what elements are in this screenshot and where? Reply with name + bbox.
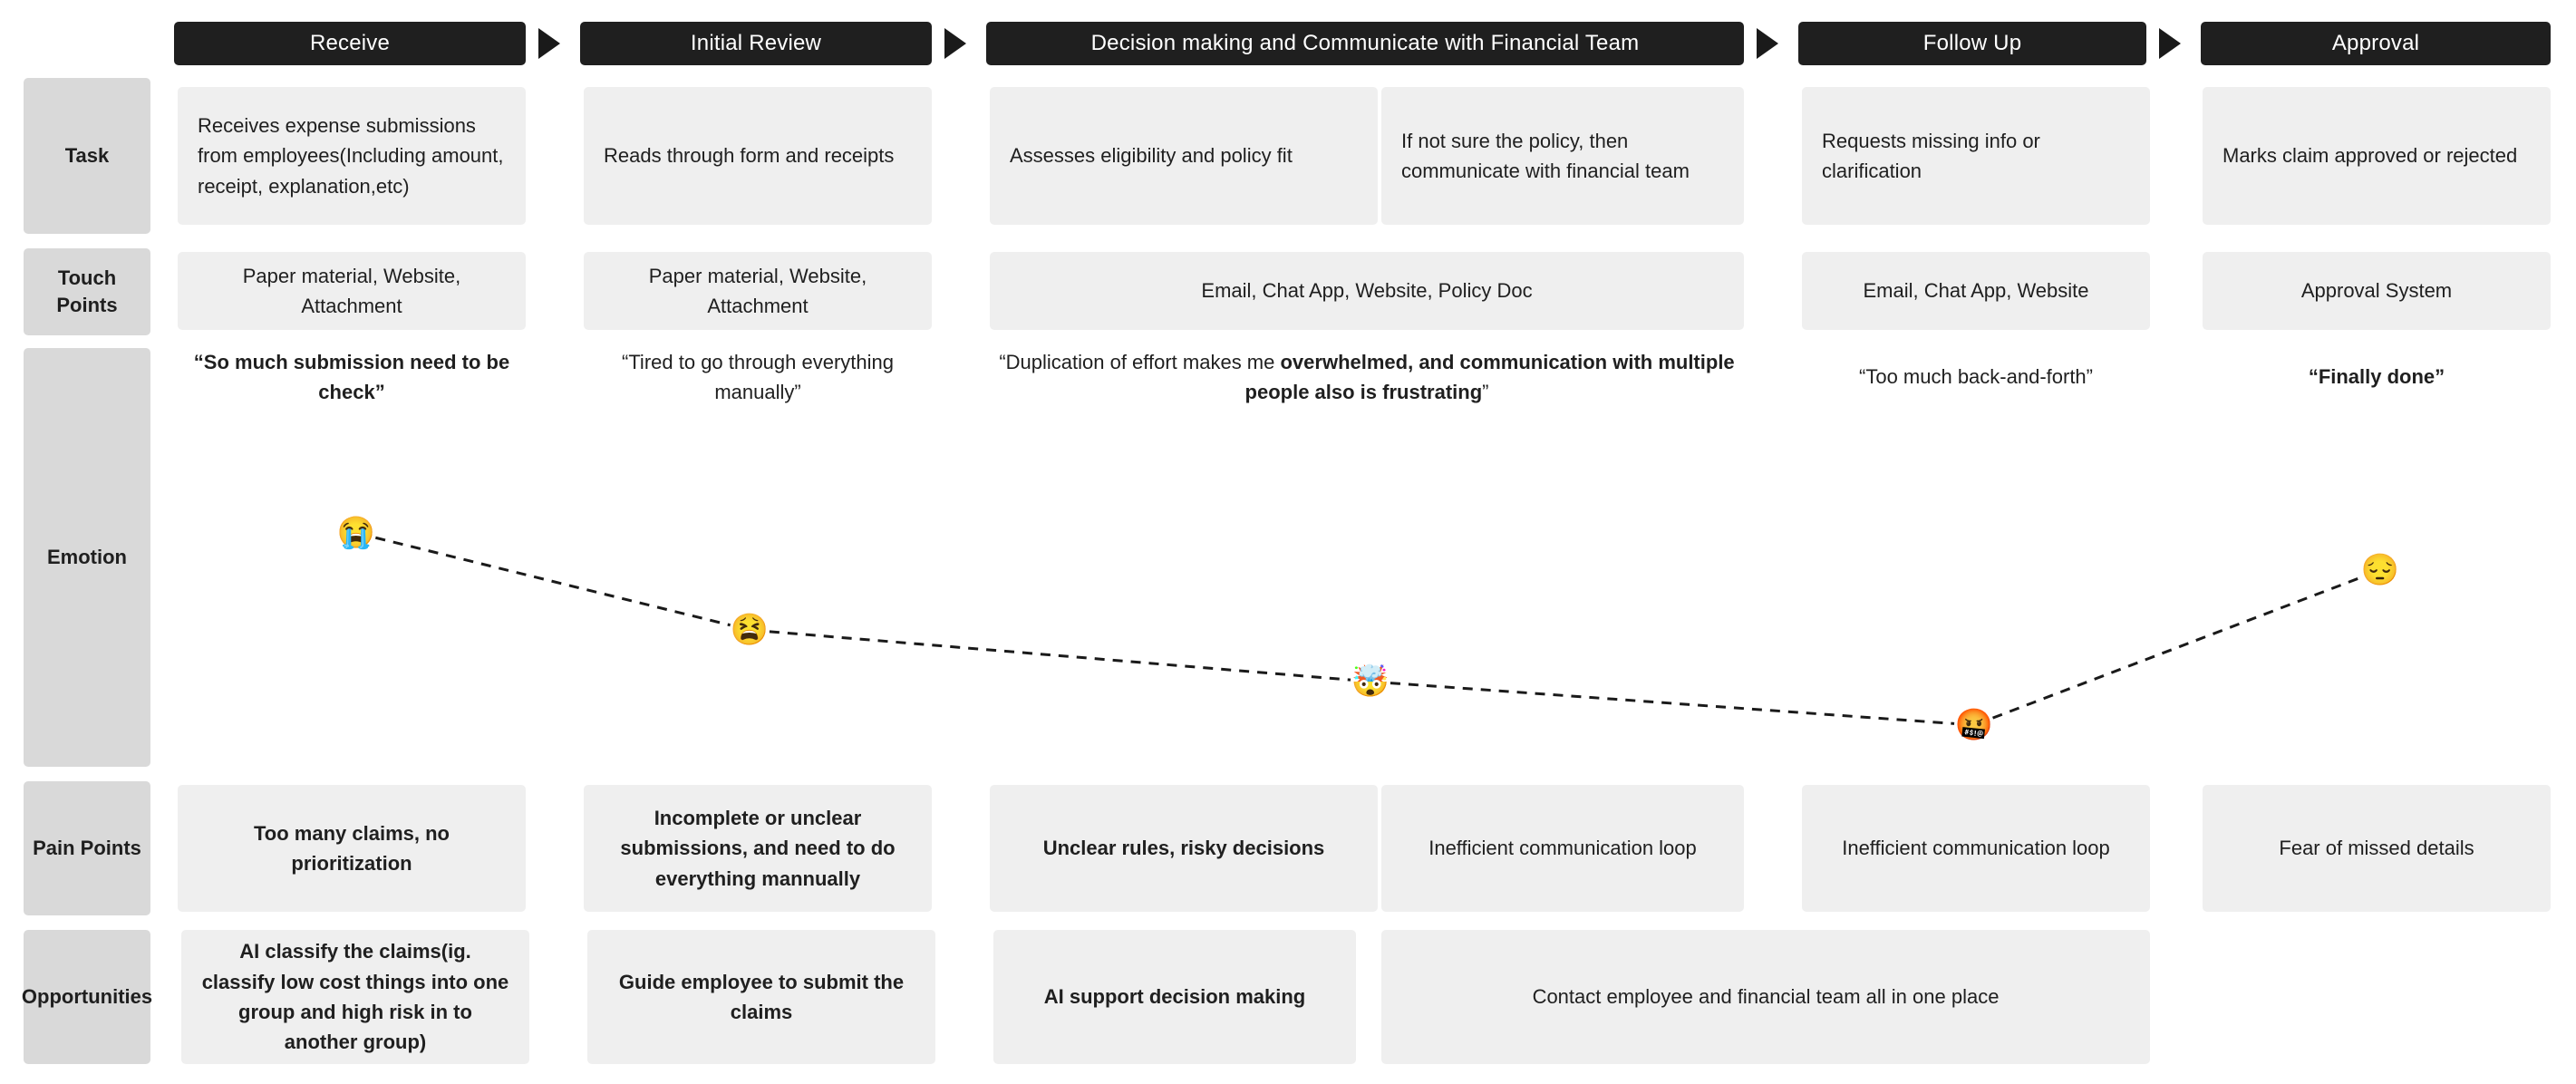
opportunities-cell-initial-review[interactable]: Guide employee to submit the claims [587,930,935,1064]
cell-text: Approval System [2300,279,2453,303]
stage-header-approval[interactable]: Approval [2201,22,2551,65]
painpoints-cell-decision-a[interactable]: Unclear rules, risky decisions [990,785,1378,912]
stage-arrow-1-icon [538,28,560,59]
opportunities-cell-receive[interactable]: AI classify the claims(ig. classify low … [181,930,529,1064]
emotion-point-initial-review-icon: 😫 [730,613,770,647]
cell-text: AI classify the claims(ig. classify low … [201,940,509,1054]
stage-arrow-4-icon [2159,28,2181,59]
cell-text: Inefficient communication loop [1428,837,1697,860]
stage-header-label: Initial Review [690,31,822,55]
emotion-point-decision-icon: 🤯 [1351,664,1390,699]
cell-text: Assesses eligibility and policy fit [1010,144,1293,168]
cell-text: Incomplete or unclear submissions, and n… [620,806,896,890]
emotion-line-segment [769,630,1351,682]
row-label-text: Emotion [47,546,127,569]
quote-text: “So much submission need to be check” [193,350,510,403]
quote-receive: “So much submission need to be check” [178,343,526,411]
quote-text: “Finally done” [2308,365,2445,389]
task-cell-decision-a[interactable]: Assesses eligibility and policy fit [990,87,1378,225]
painpoints-cell-receive[interactable]: Too many claims, no prioritization [178,785,526,912]
task-cell-approval[interactable]: Marks claim approved or rejected [2203,87,2551,225]
quote-text: “Too much back-and-forth” [1859,365,2093,389]
row-label-text: Touch Points [56,266,118,316]
cell-text: Marks claim approved or rejected [2223,144,2518,168]
quote-decision: “Duplication of effort makes me overwhel… [990,343,1744,411]
emotion-point-follow-up-icon: 🤬 [1954,708,1994,742]
quote-text: “Duplication of effort makes me overwhel… [999,350,1735,403]
cell-text: Too many claims, no prioritization [254,821,450,875]
opportunities-cell-decision-follow-up[interactable]: Contact employee and financial team all … [1381,930,2150,1064]
row-label-text: Opportunities [21,985,153,1009]
stage-header-receive[interactable]: Receive [174,22,526,65]
cell-text: Receives expense submissions from employ… [198,113,504,198]
stage-header-label: Follow Up [1922,31,2022,55]
cell-text: Reads through form and receipts [604,144,895,168]
stage-header-label: Approval [2331,31,2420,55]
cell-text: Fear of missed details [2279,837,2474,860]
task-cell-receive[interactable]: Receives expense submissions from employ… [178,87,526,225]
cell-text: Contact employee and financial team all … [1532,985,2000,1009]
row-label-text: Pain Points [33,837,141,860]
cell-text: Requests missing info or clarification [1822,129,2040,182]
stage-arrow-3-icon [1757,28,1778,59]
stage-header-decision[interactable]: Decision making and Communicate with Fin… [986,22,1744,65]
stage-header-initial-review[interactable]: Initial Review [580,22,932,65]
cell-text: If not sure the policy, then communicate… [1401,129,1690,182]
cell-text: Unclear rules, risky decisions [1042,837,1325,860]
task-cell-initial-review[interactable]: Reads through form and receipts [584,87,932,225]
touchpoints-cell-approval[interactable]: Approval System [2203,252,2551,330]
cell-text: Email, Chat App, Website, Policy Doc [1201,279,1533,303]
stage-header-label: Receive [309,31,391,55]
quote-initial-review: “Tired to go through everything manually… [584,343,932,411]
cell-text: Inefficient communication loop [1842,837,2110,860]
row-label-touch-points: Touch Points [24,248,150,335]
stage-arrow-2-icon [944,28,966,59]
quote-text: “Tired to go through everything manually… [621,350,895,403]
row-label-opportunities: Opportunities [21,930,153,1064]
task-cell-decision-b[interactable]: If not sure the policy, then communicate… [1381,87,1744,225]
quote-follow-up: “Too much back-and-forth” [1802,343,2150,411]
painpoints-cell-decision-b[interactable]: Inefficient communication loop [1381,785,1744,912]
painpoints-cell-approval[interactable]: Fear of missed details [2203,785,2551,912]
cell-text: AI support decision making [1043,985,1306,1009]
cell-text: Paper material, Website, Attachment [648,264,867,317]
stage-header-follow-up[interactable]: Follow Up [1798,22,2146,65]
row-label-pain-points: Pain Points [24,781,150,915]
stage-header-label: Decision making and Communicate with Fin… [1090,31,1640,55]
touchpoints-cell-decision[interactable]: Email, Chat App, Website, Policy Doc [990,252,1744,330]
emotion-point-approval-icon: 😔 [2360,553,2400,587]
painpoints-cell-follow-up[interactable]: Inefficient communication loop [1802,785,2150,912]
row-label-emotion: Emotion [24,348,150,767]
touchpoints-cell-receive[interactable]: Paper material, Website, Attachment [178,252,526,330]
task-cell-follow-up[interactable]: Requests missing info or clarification [1802,87,2150,225]
painpoints-cell-initial-review[interactable]: Incomplete or unclear submissions, and n… [584,785,932,912]
touchpoints-cell-initial-review[interactable]: Paper material, Website, Attachment [584,252,932,330]
emotion-line-segment [375,536,731,627]
emotion-point-receive-icon: 😭 [336,516,376,550]
cell-text: Paper material, Website, Attachment [242,264,461,317]
row-label-text: Task [64,144,110,168]
touchpoints-cell-follow-up[interactable]: Email, Chat App, Website [1802,252,2150,330]
emotion-line-segment [1390,682,1955,725]
quote-approval: “Finally done” [2203,343,2551,411]
opportunities-cell-decision-a[interactable]: AI support decision making [993,930,1356,1064]
row-label-task: Task [24,78,150,234]
cell-text: Guide employee to submit the claims [618,970,905,1023]
cell-text: Email, Chat App, Website [1863,279,2089,303]
emotion-line-segment [1992,576,2362,720]
